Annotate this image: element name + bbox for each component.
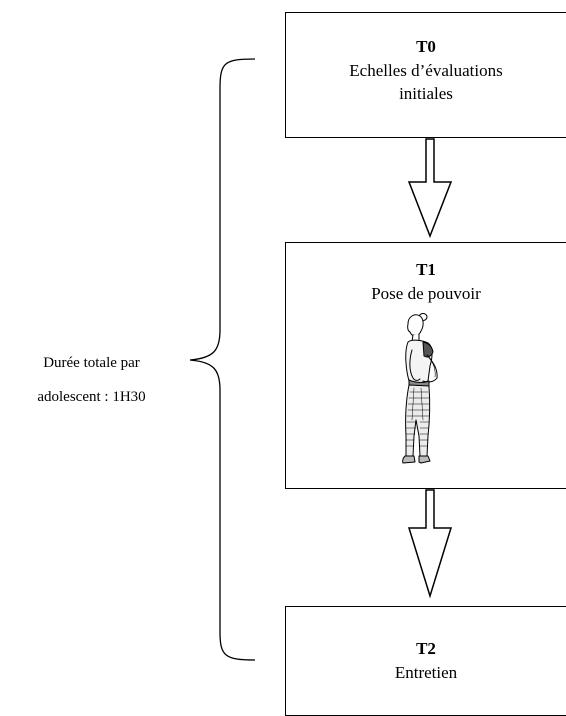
duration-label-line-2: adolescent : 1H30 [37,389,146,405]
step-title-t0: T0 [416,37,436,56]
step-title-t2: T2 [416,639,436,658]
duration-label-line-1: Durée totale par [43,355,140,371]
step-label-t1: Pose de pouvoir [371,284,481,303]
step-label-t2: Entretien [394,663,458,682]
power-pose-figure-icon [402,313,438,464]
arrow-t0-to-t1 [407,138,453,239]
step-box-t2: T2 Entretien [285,606,566,716]
arrow-t1-to-t2 [407,489,453,599]
curly-brace [189,58,256,661]
step-title-t1: T1 [416,260,436,279]
